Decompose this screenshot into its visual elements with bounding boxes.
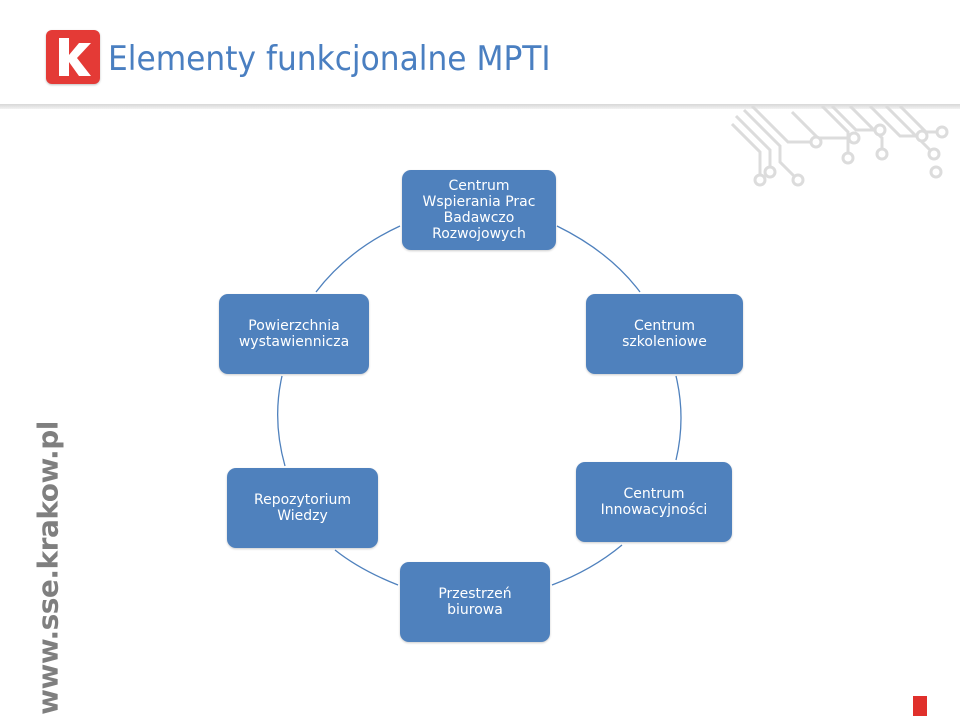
circuit-decoration-icon (730, 106, 949, 187)
node-label: Centrum szkoleniowe (622, 318, 707, 350)
node-label: Centrum Wspierania Prac Badawczo Rozwojo… (422, 178, 536, 242)
cycle-node: Centrum szkoleniowe (586, 294, 743, 374)
cycle-node: Centrum Wspierania Prac Badawczo Rozwojo… (402, 170, 556, 250)
slide-title: Elementy funkcjonalne MPTI (108, 39, 551, 79)
title-divider (0, 104, 960, 109)
red-corner-marker (913, 696, 927, 716)
cycle-node: Repozytorium Wiedzy (227, 468, 378, 548)
connector-line (675, 375, 682, 461)
node-label: Centrum Innowacyjności (600, 486, 708, 518)
k-letter-logo-icon (46, 30, 100, 84)
connector-line (556, 225, 641, 293)
title-bar: Elementy funkcjonalne MPTI (0, 0, 960, 104)
cycle-node: Powierzchnia wystawiennicza (219, 294, 369, 374)
node-label: Powierzchnia wystawiennicza (238, 318, 350, 350)
cycle-node: Centrum Innowacyjności (576, 462, 732, 542)
connector-line (315, 225, 401, 293)
connector-line (277, 375, 286, 467)
connector-line (334, 549, 399, 586)
connector-line (551, 544, 623, 586)
cycle-node: Przestrzeń biurowa (400, 562, 550, 642)
node-label: Repozytorium Wiedzy (253, 492, 351, 524)
node-label: Przestrzeń biurowa (438, 586, 512, 618)
